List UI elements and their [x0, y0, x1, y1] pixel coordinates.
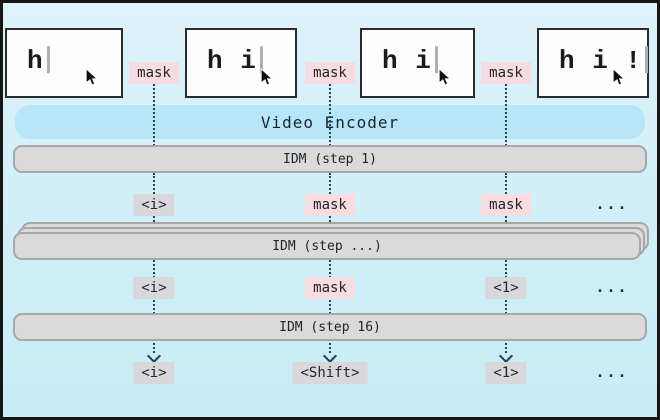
- arrowhead-down-icon: [322, 348, 338, 364]
- text-caret: [434, 46, 438, 74]
- token-chip: mask: [305, 194, 355, 216]
- mask-label: mask: [481, 62, 531, 84]
- text-caret: [259, 46, 263, 74]
- mouse-cursor-icon: [613, 67, 626, 86]
- ellipsis: ...: [595, 363, 629, 381]
- token-chip: <Shift>: [292, 362, 368, 384]
- token-chip: <i>: [133, 277, 175, 299]
- token-chip: <1>: [485, 362, 527, 384]
- text-caret: [645, 46, 649, 74]
- token-chip: <1>: [485, 277, 527, 299]
- token-chip: <i>: [133, 362, 175, 384]
- idm-middle-bar: IDM (step ...): [13, 232, 641, 260]
- text-caret: [46, 46, 50, 74]
- ellipsis: ...: [595, 278, 629, 296]
- screen-window-1: h: [5, 28, 123, 98]
- screen-text: h i: [382, 46, 438, 76]
- screen-text: h i: [207, 46, 263, 76]
- mouse-cursor-icon: [86, 67, 99, 86]
- idm-step1-bar: IDM (step 1): [13, 145, 647, 173]
- dotted-connector: [505, 84, 507, 146]
- mouse-cursor-icon: [438, 67, 451, 86]
- mask-label: mask: [129, 62, 179, 84]
- token-chip: <i>: [133, 194, 175, 216]
- arrowhead-down-icon: [498, 348, 514, 364]
- dotted-connector: [153, 343, 155, 353]
- arrowhead-down-icon: [146, 348, 162, 364]
- token-chip: mask: [481, 194, 531, 216]
- dotted-connector: [329, 84, 331, 146]
- dotted-connector: [505, 343, 507, 353]
- screen-text: h i !: [559, 46, 649, 76]
- mask-label: mask: [305, 62, 355, 84]
- dotted-connector: [329, 343, 331, 353]
- ellipsis: ...: [595, 195, 629, 213]
- idm-step16-bar: IDM (step 16): [13, 313, 647, 341]
- mouse-cursor-icon: [261, 67, 274, 86]
- token-chip: mask: [305, 277, 355, 299]
- screen-window-3: h i: [360, 28, 475, 98]
- screen-window-4: h i !: [537, 28, 649, 98]
- screen-window-2: h i: [185, 28, 297, 98]
- dotted-connector: [153, 84, 155, 146]
- screen-text: h: [27, 46, 50, 76]
